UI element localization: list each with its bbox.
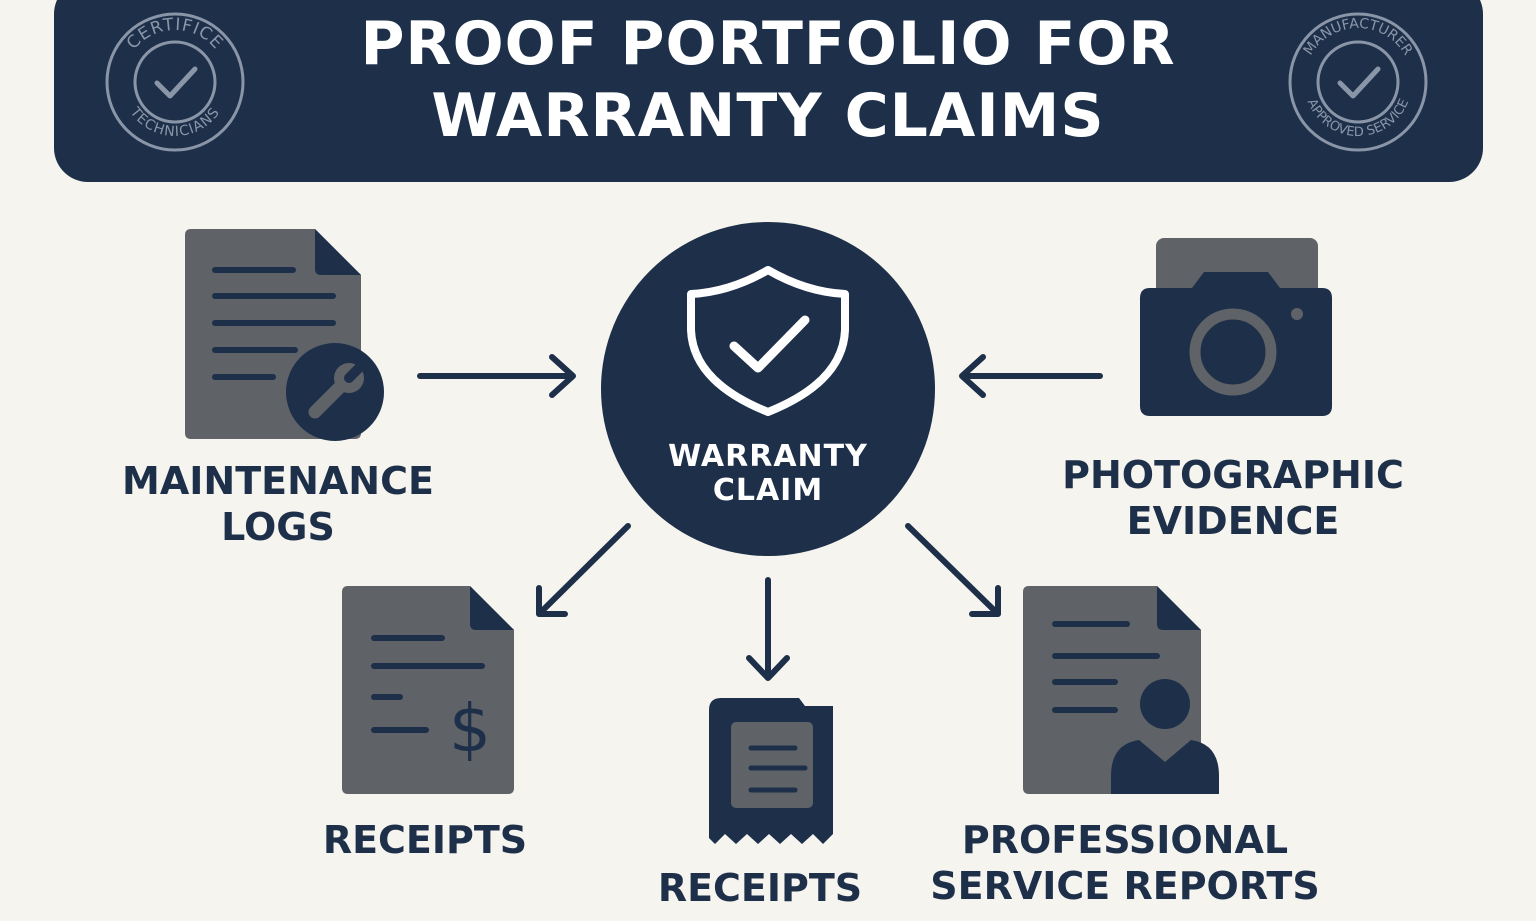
hub-label-line-1: WARRANTY [668, 439, 868, 474]
manufacturer-seal-right: MANUFACTURER APPROVED SERVICE [1288, 12, 1428, 152]
receipts-center-label: RECEIPTS [657, 866, 863, 910]
arrow-photos-to-hub [959, 354, 1103, 398]
dollar-icon: $ [449, 690, 491, 767]
arrow-hub-to-receipts-left [536, 523, 631, 617]
title-line-2: WARRANTY CLAIMS [431, 81, 1105, 151]
wrench-icon [308, 357, 370, 419]
certified-seal-left: CERTIFICE TECHNICIANS [105, 12, 245, 152]
warranty-claim-hub [601, 222, 935, 556]
service-report-icon [1023, 586, 1221, 794]
person-icon [1111, 679, 1219, 794]
maintenance-label-line-2: LOGS [221, 505, 335, 549]
receipts-left-label: RECEIPTS [322, 818, 528, 862]
reports-label-line-2: SERVICE REPORTS [930, 864, 1320, 908]
header-banner [54, 0, 1483, 182]
arrow-hub-to-receipts-center [746, 577, 790, 681]
receipt-icon [709, 698, 833, 846]
arrow-maintenance-to-hub [417, 354, 576, 398]
camera-icon [1140, 238, 1332, 416]
photos-label-line-2: EVIDENCE [1126, 499, 1340, 543]
maintenance-label-line-1: MAINTENANCE [122, 459, 434, 503]
hub-label-line-2: CLAIM [712, 473, 824, 508]
shield-check-icon [687, 266, 849, 416]
title-line-1: PROOF PORTFOLIO FOR [360, 9, 1176, 79]
arrow-hub-to-reports [905, 523, 1001, 617]
reports-label-line-1: PROFESSIONAL [961, 818, 1289, 862]
maintenance-log-icon [185, 229, 385, 441]
invoice-icon: $ [342, 586, 516, 794]
photos-label-line-1: PHOTOGRAPHIC [1062, 453, 1404, 497]
